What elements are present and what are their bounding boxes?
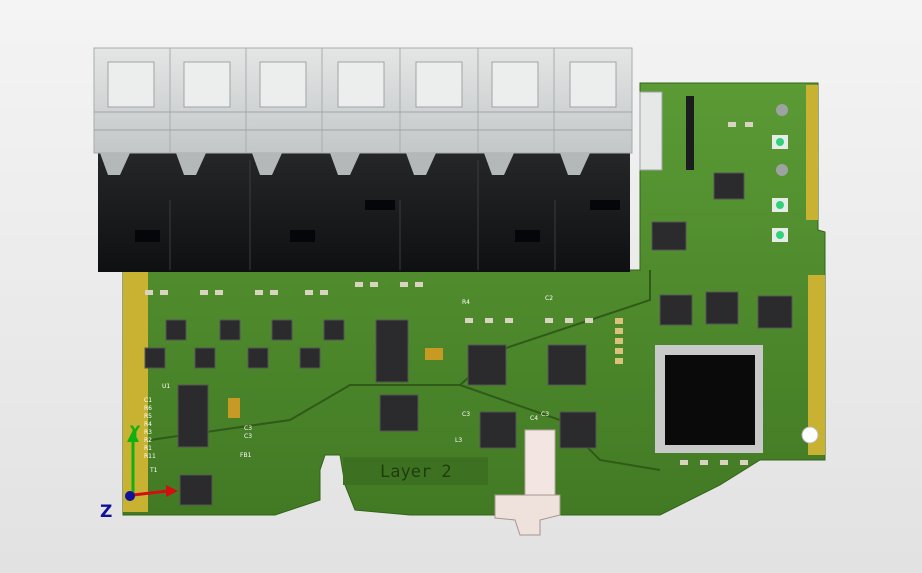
connector-housings [93,47,633,175]
svg-text:C4: C4 [530,415,538,422]
mounting-hole [776,164,788,176]
svg-text:C2: C2 [545,295,553,302]
svg-text:C3: C3 [462,411,470,418]
metal-clip [494,429,561,536]
svg-text:U1: U1 [162,383,170,390]
svg-text:C3: C3 [244,425,252,432]
tantalum-cap [228,398,240,418]
svg-text:L3: L3 [455,437,462,444]
axis-y-arrowhead [127,430,139,442]
svg-text:R1: R1 [144,445,152,452]
right-edge-plating-bottom [808,275,825,455]
svg-text:R4: R4 [462,299,470,306]
axis-x-arrow [132,489,169,497]
right-edge-plating-top [806,85,818,220]
svg-text:R6: R6 [144,405,152,412]
svg-text:R3: R3 [144,429,152,436]
left-edge-plating [123,272,148,512]
axis-origin [125,491,135,501]
tantalum-cap [425,348,443,360]
connector-base-slots [135,200,620,242]
connector-base [98,150,630,272]
svg-text:FB1: FB1 [240,452,252,459]
connector-dividers [169,160,556,270]
led-indicators [772,135,788,242]
axis-z-label: Z [100,502,113,522]
layer-label-area [343,457,488,485]
svg-text:C3: C3 [244,433,252,440]
fpc-connector [639,91,663,171]
pin-header [615,318,623,364]
axis-x-arrowhead [166,485,178,497]
svg-text:C3: C3 [541,411,549,418]
passive-pads [145,122,753,465]
axis-triad[interactable] [125,430,178,501]
mounting-hole [801,426,819,444]
svg-text:T1: T1 [149,467,158,474]
ic-packages [144,172,793,506]
layer-label: Layer 2 [380,462,452,482]
svg-text:R2: R2 [144,437,152,444]
svg-text:R4: R4 [144,421,152,428]
mcu-qfp-chip [655,345,763,453]
svg-text:R5: R5 [144,413,152,420]
svg-text:R11: R11 [144,453,156,460]
axis-y-label: Y [130,424,141,440]
silkscreen-designators: U1 C1 R6 R5 R4 R3 R2 R1 R11 C3 C3 FB1 T1… [144,295,553,474]
fpc-connector-latch [686,96,694,170]
svg-text:C1: C1 [144,397,152,404]
mounting-hole [776,104,788,116]
